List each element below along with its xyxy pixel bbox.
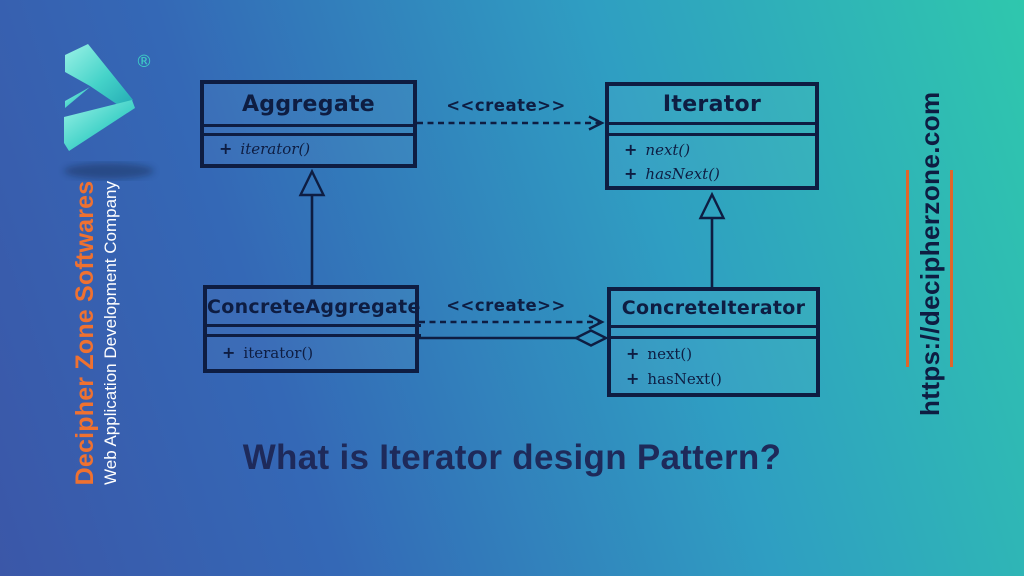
class-method: +iterator() [222, 343, 314, 362]
page-title: What is Iterator design Pattern? [242, 438, 782, 477]
class-method: +next() [626, 344, 693, 363]
class-name: Aggregate [241, 91, 376, 117]
hollow-diamond [573, 329, 609, 347]
class-method: +iterator() [219, 139, 311, 158]
class-name: ConcreteAggregate [207, 295, 421, 318]
logo-top-ribbon [65, 44, 133, 107]
class-method: +hasNext() [624, 164, 720, 183]
logo-left-sliver [65, 87, 90, 108]
uml-class-iterator: Iterator +next() +hasNext() [605, 82, 819, 190]
uml-class-concrete-aggregate: ConcreteAggregate +iterator() [203, 285, 421, 373]
class-attributes-empty [207, 324, 421, 337]
class-method: +next() [624, 140, 691, 159]
hollow-triangle-left [298, 168, 326, 197]
create-stereotype-top: <<create>> [446, 96, 566, 115]
open-arrowhead-bottom [588, 314, 605, 330]
class-name: ConcreteIterator [621, 297, 806, 319]
create-stereotype-bottom: <<create>> [446, 296, 566, 315]
class-attributes-empty [609, 122, 815, 136]
open-arrowhead-top [588, 115, 605, 131]
class-attributes-empty [611, 325, 816, 339]
class-method: +hasNext() [626, 369, 722, 388]
url-decorative-line-left [906, 170, 909, 367]
class-name: Iterator [662, 91, 762, 117]
uml-class-concrete-iterator: ConcreteIterator +next() +hasNext() [607, 287, 820, 397]
uml-class-aggregate: Aggregate +iterator() [200, 80, 417, 168]
registered-trademark: ® [136, 52, 153, 72]
logo-bottom-ribbon [64, 100, 135, 151]
decipher-zone-logo-icon: ® [64, 44, 154, 179]
url-decorative-line-right [950, 170, 953, 367]
logo-shadow [64, 163, 154, 179]
class-attributes-empty [204, 124, 413, 136]
hollow-triangle-right [698, 191, 726, 220]
